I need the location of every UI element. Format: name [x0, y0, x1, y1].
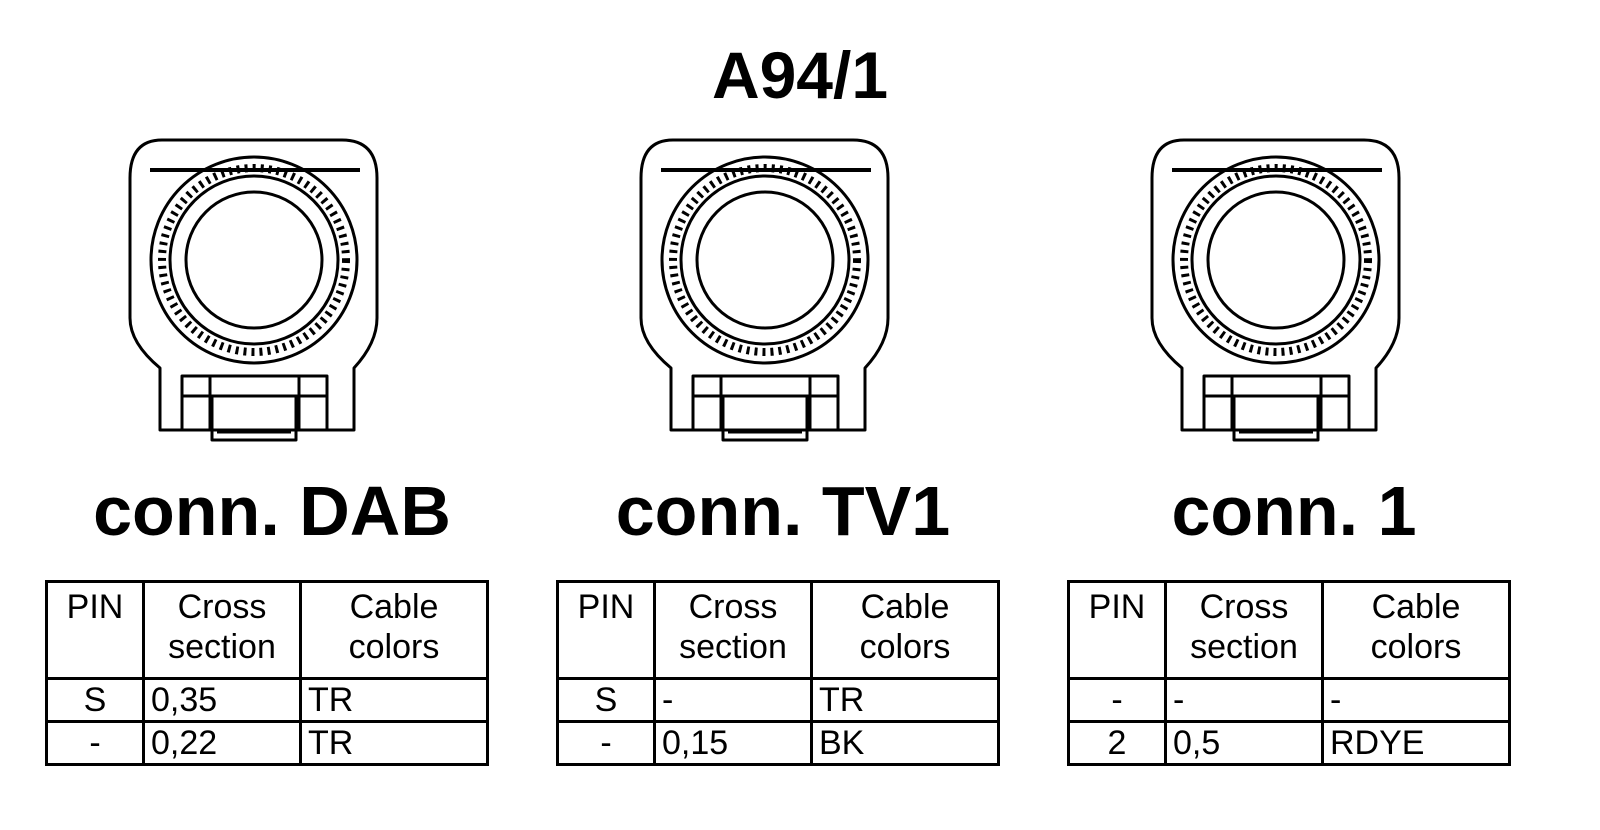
table-row: S - TR	[556, 677, 1000, 723]
connector-1-label: conn. 1	[1171, 472, 1417, 550]
connector-tv1-pin-table: PIN Cross section Cable colors S - TR - …	[556, 580, 1000, 766]
pin-cell: S	[45, 677, 145, 723]
cross-section-cell: 0,22	[142, 720, 302, 766]
connector-tv1-label: conn. TV1	[615, 472, 951, 550]
table-row: - 0,15 BK	[556, 720, 1000, 766]
pin-cell: -	[556, 720, 656, 766]
pin-cell: 2	[1067, 720, 1167, 766]
cable-color-cell: -	[1321, 677, 1511, 723]
connector-dab-drawing	[128, 138, 379, 442]
connector-dab-label: conn. DAB	[93, 472, 451, 550]
connector-tv1-drawing	[639, 138, 890, 442]
pin-cell: -	[1067, 677, 1167, 723]
header-cross-section: Cross section	[1164, 580, 1324, 680]
table-header-row: PIN Cross section Cable colors	[45, 580, 489, 680]
table-header-row: PIN Cross section Cable colors	[556, 580, 1000, 680]
cross-section-cell: 0,15	[653, 720, 813, 766]
connector-1-pin-table: PIN Cross section Cable colors - - - 2 0…	[1067, 580, 1511, 766]
pin-cell: -	[45, 720, 145, 766]
header-pin: PIN	[45, 580, 145, 680]
connector-1-drawing	[1150, 138, 1401, 442]
table-row: 2 0,5 RDYE	[1067, 720, 1511, 766]
table-row: S 0,35 TR	[45, 677, 489, 723]
cross-section-cell: 0,5	[1164, 720, 1324, 766]
header-pin: PIN	[1067, 580, 1167, 680]
header-cross-section: Cross section	[653, 580, 813, 680]
table-row: - - -	[1067, 677, 1511, 723]
cable-color-cell: TR	[299, 677, 489, 723]
cross-section-cell: 0,35	[142, 677, 302, 723]
cross-section-cell: -	[653, 677, 813, 723]
header-cable-colors: Cable colors	[810, 580, 1000, 680]
diagram-title: A94/1	[711, 38, 889, 112]
header-cross-section: Cross section	[142, 580, 302, 680]
table-header-row: PIN Cross section Cable colors	[1067, 580, 1511, 680]
table-row: - 0,22 TR	[45, 720, 489, 766]
cable-color-cell: TR	[810, 677, 1000, 723]
connector-dab-pin-table: PIN Cross section Cable colors S 0,35 TR…	[45, 580, 489, 766]
header-pin: PIN	[556, 580, 656, 680]
cable-color-cell: BK	[810, 720, 1000, 766]
pin-cell: S	[556, 677, 656, 723]
cable-color-cell: TR	[299, 720, 489, 766]
cross-section-cell: -	[1164, 677, 1324, 723]
header-cable-colors: Cable colors	[1321, 580, 1511, 680]
cable-color-cell: RDYE	[1321, 720, 1511, 766]
header-cable-colors: Cable colors	[299, 580, 489, 680]
